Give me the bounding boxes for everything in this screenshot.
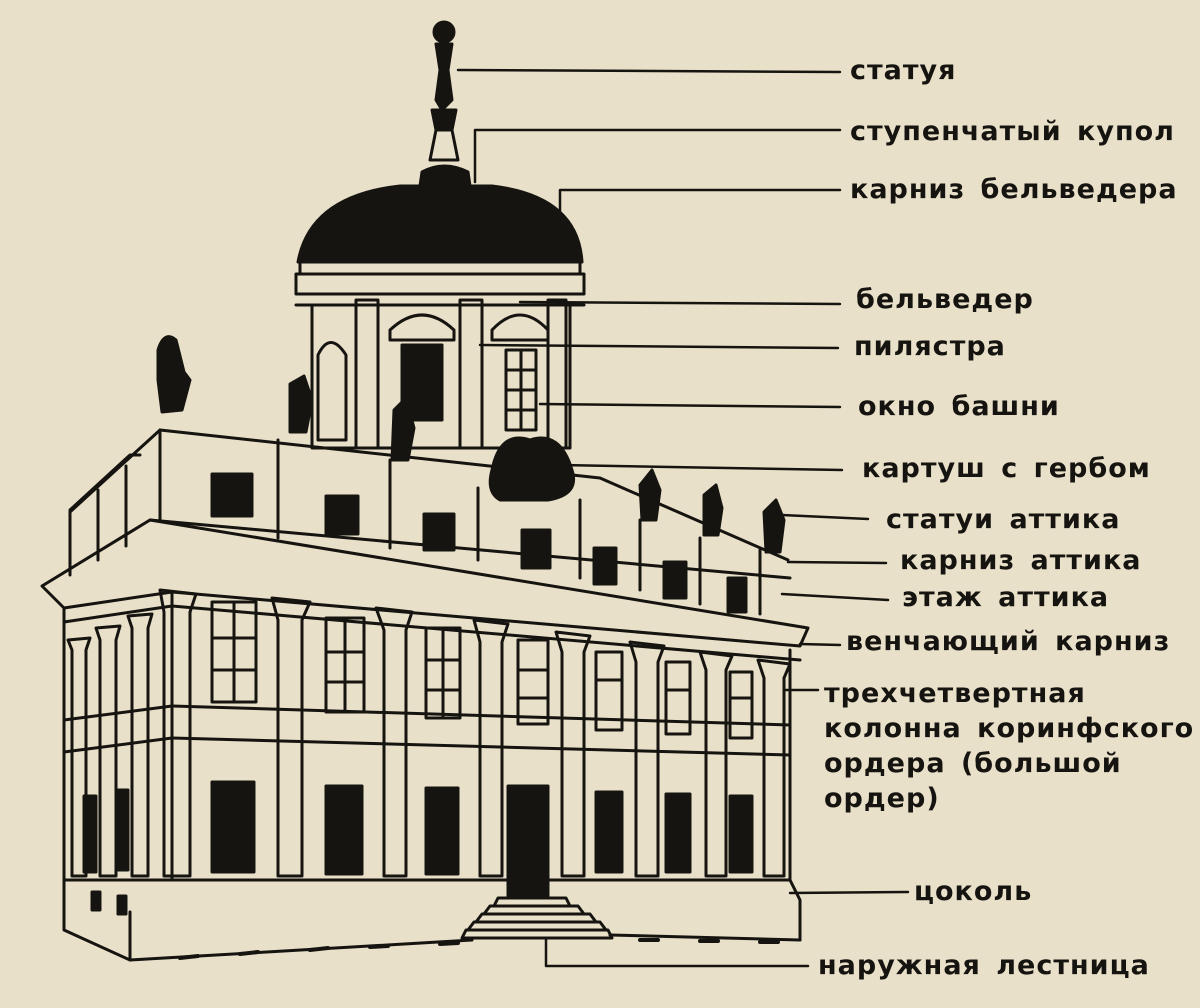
label-statue: статуя [850, 55, 957, 86]
attic-statues [156, 335, 786, 554]
label-cartouche: картуш с гербом [862, 453, 1151, 484]
label-tower-window: окно башни [858, 391, 1060, 422]
belvedere-drum [310, 303, 572, 450]
label-corinthian-column: трехчетвертная колонна коринфского ордер… [824, 678, 1195, 814]
upper-windows [210, 600, 754, 740]
attic-storey [68, 428, 792, 616]
label-crowning-cornice: венчающий карниз [846, 626, 1171, 657]
belvedere-cornice-band [294, 272, 586, 296]
label-outer-stair: наружная лестница [818, 950, 1150, 981]
stepped-dome [296, 184, 584, 264]
dome-statue [418, 20, 472, 188]
label-pilaster: пилястра [854, 331, 1006, 362]
corinthian-columns [66, 588, 792, 878]
cartouche [488, 436, 575, 502]
label-attic-storey: этаж аттика [902, 582, 1110, 613]
lower-windows [82, 780, 754, 876]
label-attic-statues: статуи аттика [886, 504, 1121, 535]
dome-group [294, 20, 586, 502]
label-plinth: цоколь [914, 876, 1033, 907]
label-stepped-dome: ступенчатый купол [850, 116, 1175, 147]
entrance-door [506, 784, 550, 898]
main-facade [62, 588, 792, 898]
leader-lines [456, 68, 910, 968]
label-attic-cornice: карниз аттика [900, 545, 1142, 576]
label-belvedere-cornice: карниз бельведера [850, 174, 1178, 205]
outer-staircase [460, 896, 614, 940]
tower-window [388, 313, 456, 342]
plinth [62, 878, 802, 962]
crowning-cornice [40, 518, 810, 662]
label-belvedere: бельведер [856, 284, 1034, 315]
